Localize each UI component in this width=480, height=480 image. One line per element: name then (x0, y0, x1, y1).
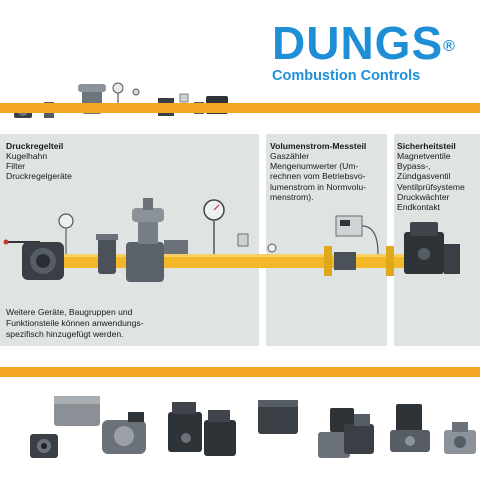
note-line: Funktionsteile können anwendungs- (6, 318, 144, 328)
section-line: Magnetventile (397, 151, 451, 161)
section-line: Mengenumwerter (Um- (270, 161, 359, 172)
section-line: Ventilprüfsysteme (397, 181, 465, 192)
section-line: Zündgasventil (397, 171, 451, 182)
section-volumenstrom-messteil: Volumenstrom-Messteil Gaszähler Mengenum… (270, 141, 386, 202)
gas-train-illustration (3, 198, 460, 282)
section-line: menstrom). (270, 191, 314, 202)
section-line: Gaszähler (270, 151, 310, 161)
flange-filter-icon (444, 422, 476, 454)
section-line: Filter (6, 161, 26, 172)
section-line: Endkontakt (397, 202, 440, 213)
section-line: Bypass-, (397, 161, 431, 172)
brand-wordmark: DUNGS (272, 17, 444, 69)
note-line: Weitere Geräte, Baugruppen und (6, 307, 133, 317)
bottom-orange-band (0, 367, 480, 377)
valve-control-box-icon (258, 400, 298, 434)
panel-volumenstrom-messteil (266, 134, 387, 346)
section-druckregelteil: Druckregelteil Kugelhahn Filter Druckreg… (6, 141, 246, 182)
gas-train-overview-illustration (14, 82, 228, 118)
multiblock-valve-icon (168, 402, 236, 456)
panel-druckregelteil (0, 134, 259, 346)
section-title: Sicherheitsteil (397, 141, 456, 151)
solenoid-valve-icon (390, 404, 430, 452)
section-line: Druckregelgeräte (6, 171, 72, 182)
product-row (30, 396, 476, 458)
section-line: Druckwächter (397, 191, 450, 202)
registered-mark: ® (443, 38, 456, 55)
section-line: Kugelhahn (6, 151, 48, 161)
section-sicherheitsteil: Sicherheitsteil Magnetventile Bypass-, Z… (397, 141, 479, 212)
section-line: lumenstrom in Normvolu- (270, 181, 366, 192)
section-title: Volumenstrom-Messteil (270, 141, 367, 151)
note-line: spezifisch hinzugefügt werden. (6, 329, 124, 339)
top-orange-band (0, 103, 480, 113)
additional-devices-note: Weitere Geräte, Baugruppen und Funktions… (6, 307, 256, 340)
brand-logo: DUNGS® Combustion Controls (272, 20, 462, 84)
gas-regulator-icon (318, 408, 374, 458)
section-title: Druckregelteil (6, 141, 64, 151)
section-line: rechnen vom Betriebsvo- (270, 171, 366, 182)
brand-name: DUNGS® (272, 20, 462, 66)
brand-tagline: Combustion Controls (272, 68, 421, 84)
pressure-switch-icon (54, 396, 146, 454)
fitting-icon (30, 434, 58, 458)
